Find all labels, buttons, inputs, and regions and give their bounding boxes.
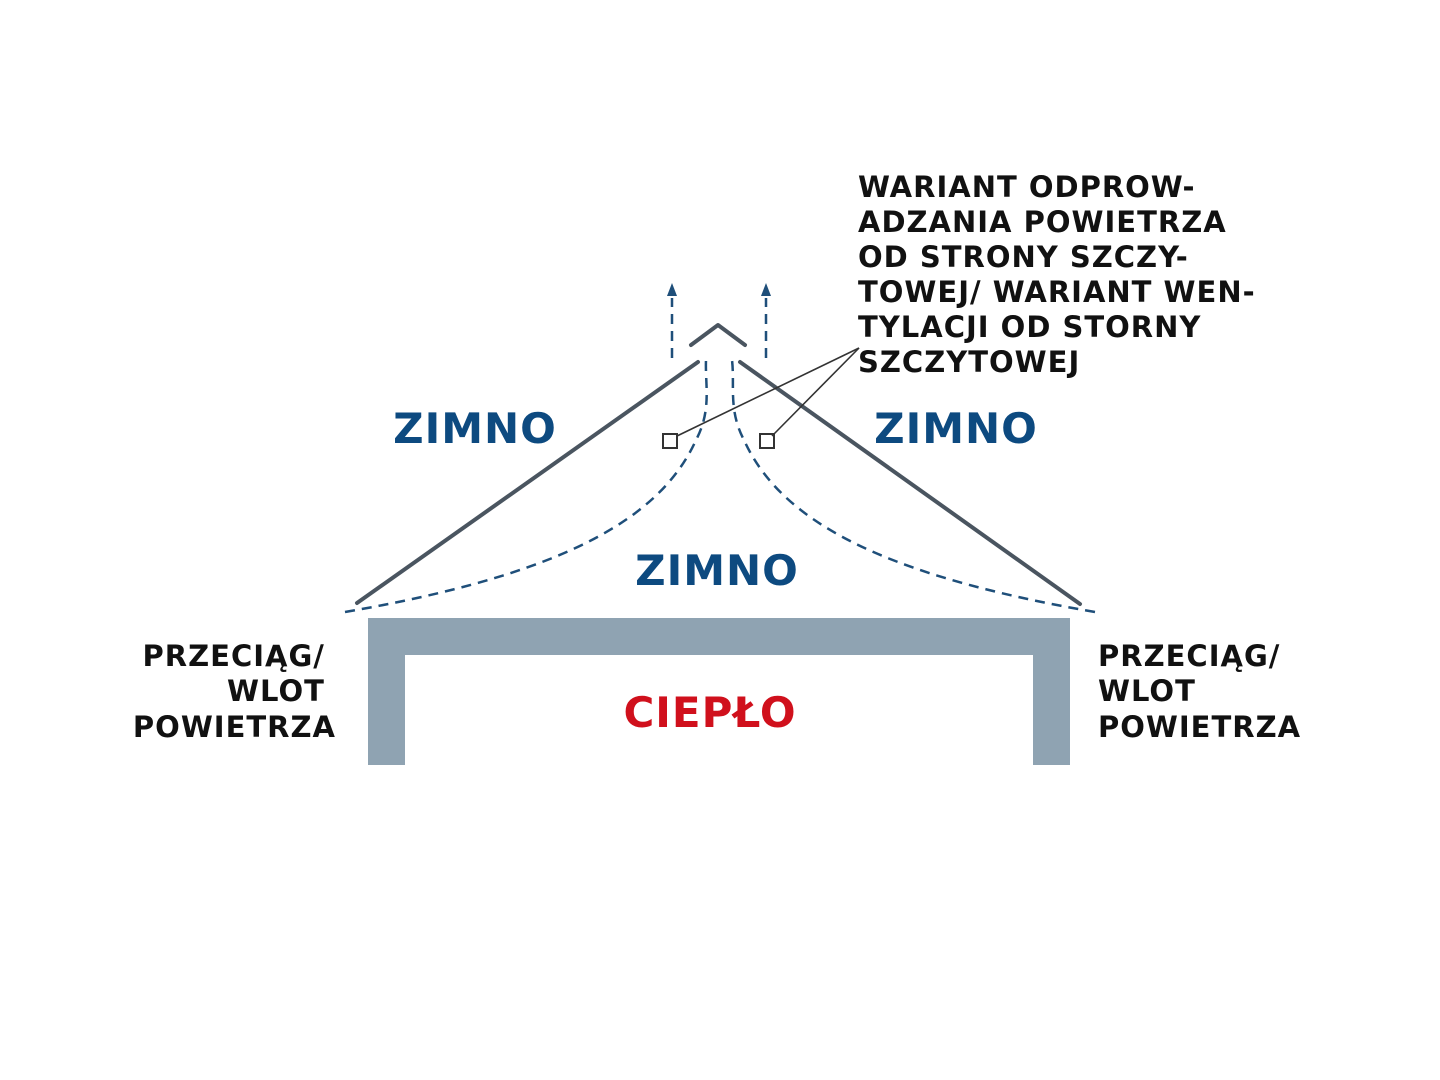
label-warm: CIEPŁO [623, 688, 796, 737]
callout-text: WARIANT ODPROW- ADZANIA POWIETRZA OD STR… [858, 170, 1267, 379]
roof-slope-right [738, 360, 1082, 606]
building-walls [368, 618, 1070, 765]
roof-slope-left [355, 360, 700, 605]
arrow-up-icon [667, 283, 677, 296]
inlet-label-right: PRZECIĄG/ WLOT POWIETRZA [1098, 639, 1301, 744]
label-cold-center: ZIMNO [635, 546, 799, 595]
callout-leader-left [676, 347, 860, 437]
ridge-cap [689, 323, 747, 347]
inlet-label-left: PRZECIĄG/ WLOT POWIETRZA [133, 639, 336, 744]
label-cold-left: ZIMNO [393, 404, 557, 453]
airflow-curve-right [730, 359, 1096, 614]
arrow-up-icon [761, 283, 771, 296]
airflow-curve-left [344, 359, 708, 614]
label-cold-right: ZIMNO [874, 404, 1038, 453]
vent-square-left [662, 433, 678, 449]
vent-square-right [759, 433, 775, 449]
callout-leader-right [771, 347, 860, 437]
